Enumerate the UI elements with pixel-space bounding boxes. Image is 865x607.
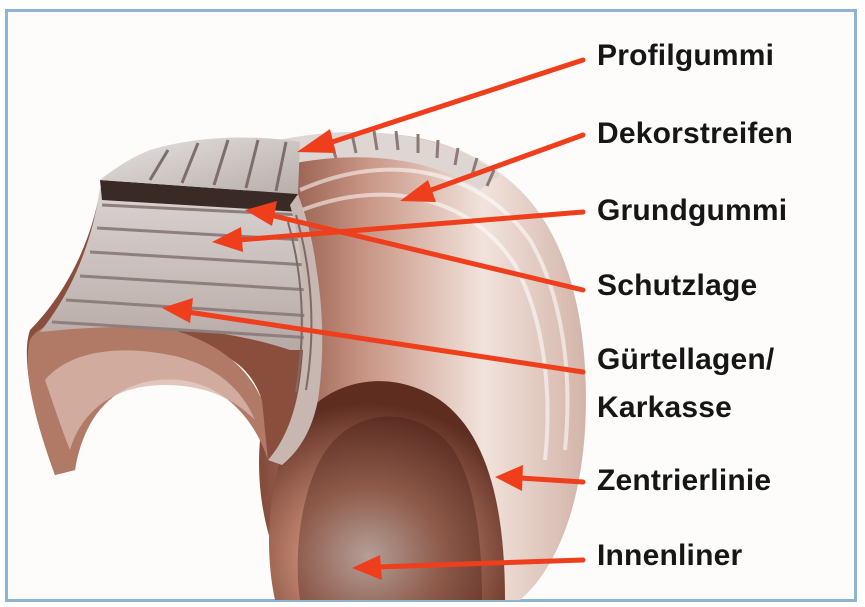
label-innenliner: Innenliner [597,538,742,574]
label-profilgummi: Profilgummi [597,38,774,74]
label-zentrierlinie: Zentrierlinie [597,463,771,499]
label-schutzlage: Schutzlage [597,268,757,304]
label-dekorstreifen: Dekorstreifen [597,116,793,152]
label-guertellagen: Gürtellagen/ [597,342,774,378]
label-karkasse: Karkasse [597,390,732,426]
label-grundgummi: Grundgummi [597,193,787,229]
arrow-profilgummi [297,60,583,153]
